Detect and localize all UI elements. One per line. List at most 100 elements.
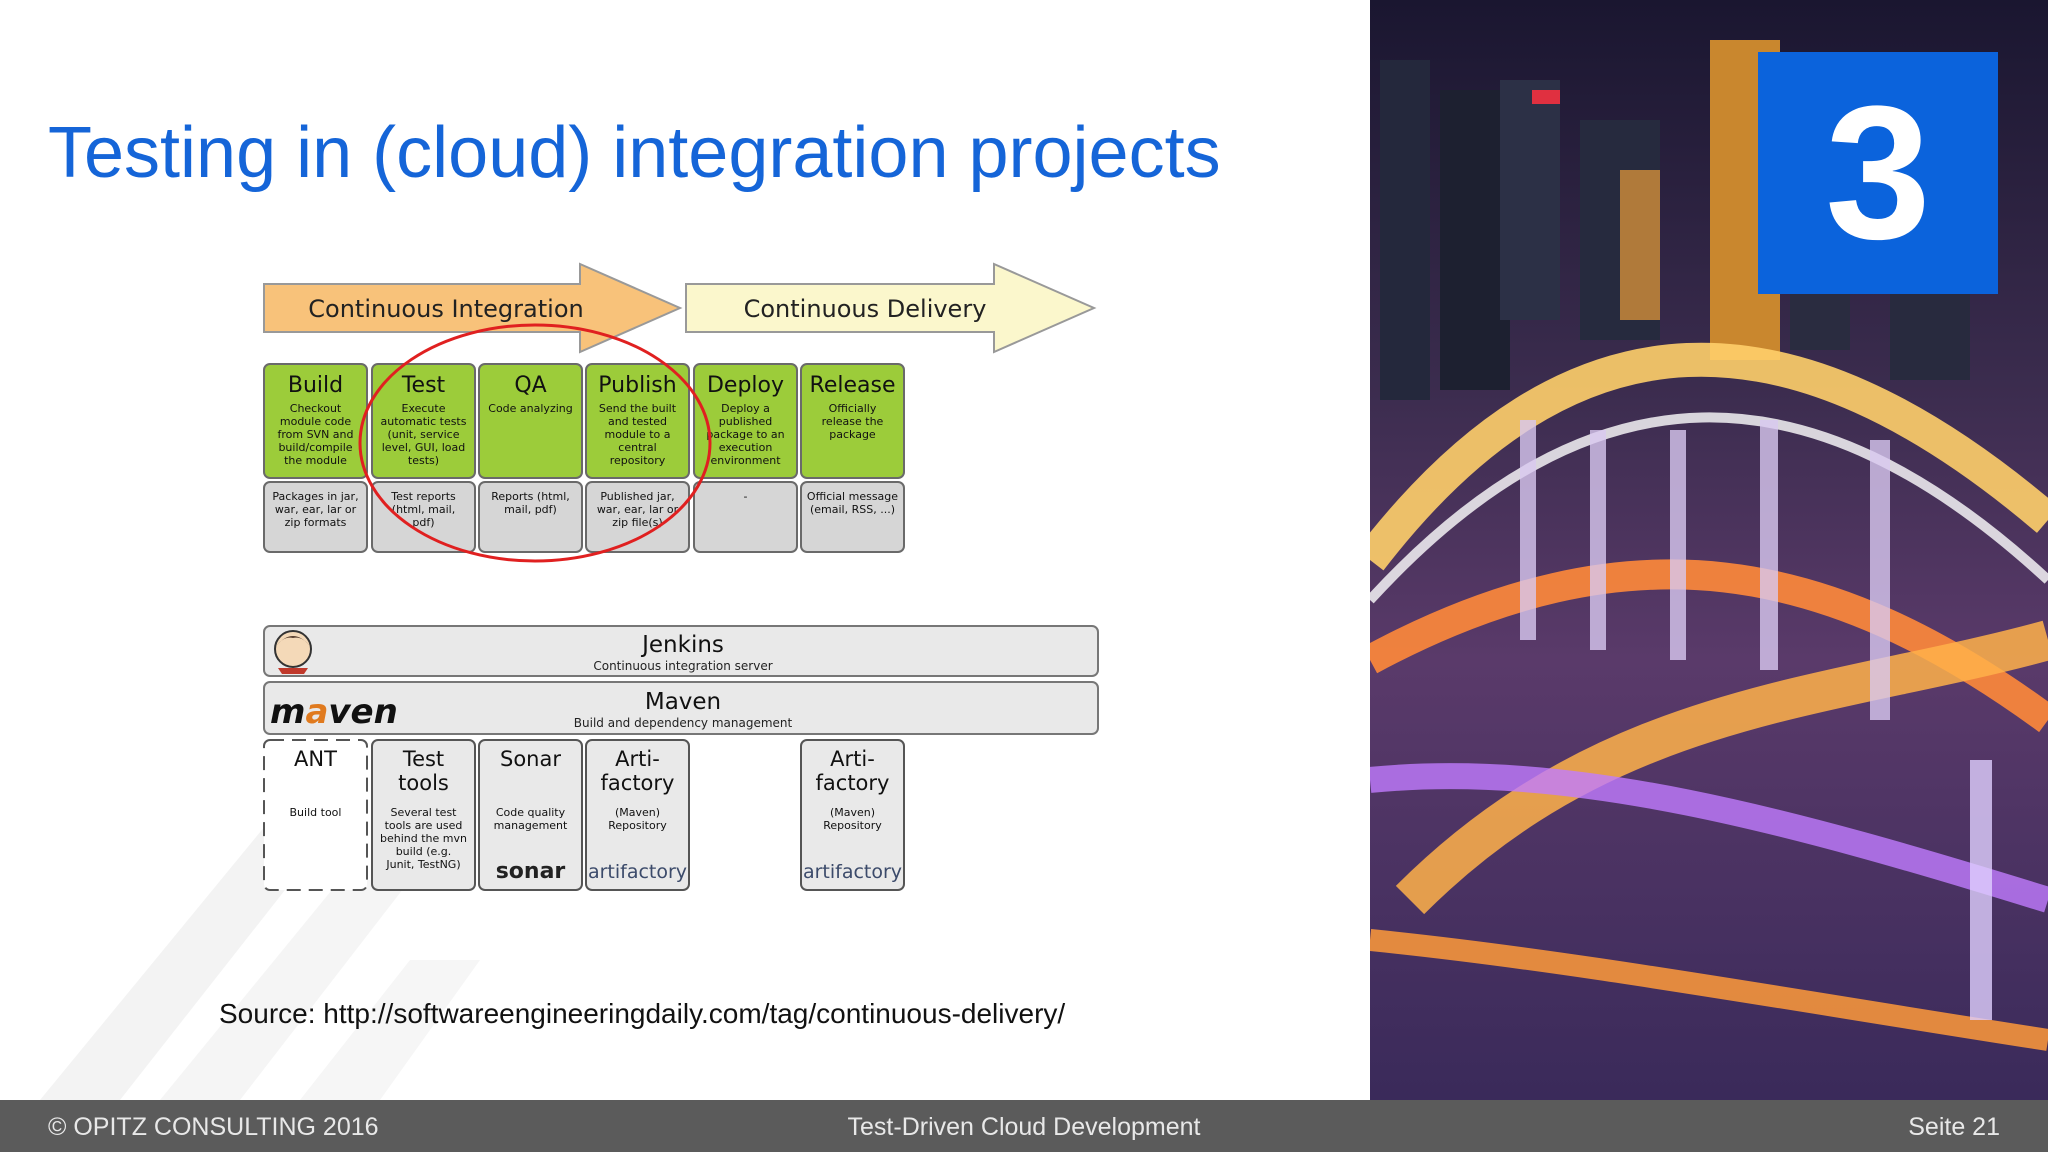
maven-subtitle: Build and dependency management [574, 716, 793, 730]
phase-description: and tested [608, 415, 667, 428]
tool-box [371, 739, 476, 891]
tool-description: Repository [608, 819, 667, 832]
phase-description: package to an [706, 428, 784, 441]
phase-description: tests) [408, 454, 439, 467]
tool-title: factory [816, 771, 890, 795]
phase-output-box [585, 481, 690, 553]
phase-output-box [263, 481, 368, 553]
phase-description: Send the built [599, 402, 677, 415]
tool-box [585, 739, 690, 891]
footer-copyright: © OPITZ CONSULTING 2016 [48, 1113, 379, 1141]
phase-description: automatic tests [381, 415, 467, 428]
phase-title: Test [401, 373, 446, 398]
tool-description: Code quality [496, 806, 566, 819]
phase-description: published [719, 415, 773, 428]
phase-output-box [371, 481, 476, 553]
tool-description: Several test [391, 806, 458, 819]
sonar-logo: sonar [496, 859, 566, 884]
tool-description: tools are used [385, 819, 463, 832]
phase-description: from SVN and [277, 428, 353, 441]
tool-title: factory [601, 771, 675, 795]
section-number: 3 [1825, 67, 1931, 279]
phase-description: Officially [829, 402, 877, 415]
maven-bar [263, 681, 1099, 735]
tool-box [478, 739, 583, 891]
phase-box [585, 363, 690, 479]
footer-bar: © OPITZ CONSULTING 2016 Test-Driven Clou… [0, 1100, 2048, 1152]
phase-description: (unit, service [388, 428, 460, 441]
phase-output: Reports (html, [491, 490, 570, 503]
phase-output: war, ear, lar or [275, 503, 357, 516]
phase-output: mail, pdf) [504, 503, 557, 516]
phase-output-box [800, 481, 905, 553]
phase-output: - [744, 490, 748, 503]
source-citation: Source: http://softwareengineeringdaily.… [219, 998, 1066, 1029]
phase-box [263, 363, 368, 479]
tool-description: Build tool [290, 806, 342, 819]
phase-title: Deploy [707, 373, 784, 398]
footer-title: Test-Driven Cloud Development [847, 1113, 1201, 1141]
phase-box [800, 363, 905, 479]
arrow-continuous-delivery [685, 262, 1097, 354]
tool-description: behind the mvn [380, 832, 467, 845]
phase-description: Checkout [290, 402, 342, 415]
tool-title: Test [402, 747, 444, 771]
phase-output-box [478, 481, 583, 553]
phase-description: module code [280, 415, 351, 428]
tool-description: build (e.g. [396, 845, 452, 858]
phase-description: central [618, 441, 656, 454]
slide-title: Testing in (cloud) integration projects [48, 113, 1221, 193]
phase-description: level, GUI, load [382, 441, 465, 454]
jenkins-subtitle: Continuous integration server [593, 659, 772, 673]
arrow-ci-label: Continuous Integration [308, 295, 583, 323]
artifactory-logo: artifactory [588, 861, 687, 883]
tool-description: (Maven) [615, 806, 660, 819]
phase-title: Release [810, 373, 896, 398]
tool-title: tools [398, 771, 449, 795]
phase-description: repository [610, 454, 666, 467]
phase-description: package [829, 428, 876, 441]
maven-logo: maven [270, 692, 398, 732]
jenkins-butler-icon [274, 630, 312, 674]
tool-description: Repository [823, 819, 882, 832]
phase-output: Published jar, [600, 490, 674, 503]
phase-description: environment [710, 454, 781, 467]
phase-description: release the [822, 415, 884, 428]
phase-output: Test reports [390, 490, 456, 503]
ci-cd-diagram: Continuous Integration Continuous Delive… [263, 262, 1099, 891]
tool-title: Sonar [500, 747, 561, 771]
phase-box [478, 363, 583, 479]
phase-output: Official message [807, 490, 898, 503]
phase-output: Packages in jar, [272, 490, 358, 503]
tool-box [800, 739, 905, 891]
jenkins-title: Jenkins [640, 632, 724, 658]
phase-box [371, 363, 476, 479]
phase-description: build/compile [278, 441, 352, 454]
phase-description: Code analyzing [488, 402, 572, 415]
highlight-circle [358, 323, 712, 563]
phase-title: Build [288, 373, 343, 398]
phase-output-box [693, 481, 798, 553]
maven-title: Maven [645, 689, 721, 715]
tool-description: (Maven) [830, 806, 875, 819]
phase-box [693, 363, 798, 479]
phase-output: war, ear, lar or [597, 503, 679, 516]
phase-output: pdf) [412, 516, 434, 529]
arrow-cd-label: Continuous Delivery [744, 295, 987, 323]
phase-description: Execute [402, 402, 446, 415]
arrow-continuous-integration [263, 262, 683, 354]
watermark-logo [40, 820, 480, 1100]
phase-description: module to a [605, 428, 671, 441]
